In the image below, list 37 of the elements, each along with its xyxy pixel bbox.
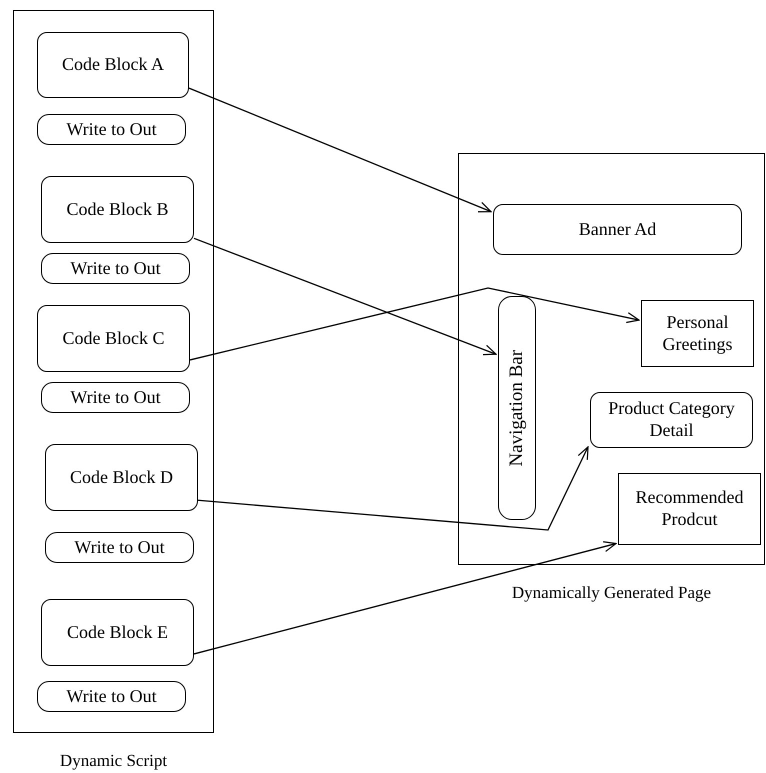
process-box [493, 204, 742, 255]
box-label: Code Block A [61, 54, 165, 76]
box-label: Code Block C [62, 328, 166, 350]
panel-heading: Dynamically Generated Page [512, 582, 712, 604]
content-box [641, 300, 754, 367]
panel-heading: Dynamic Script [60, 750, 168, 772]
box-label: Product Category Detail [607, 398, 736, 442]
arrow [194, 238, 497, 356]
process-box [37, 32, 189, 98]
arrow [190, 287, 640, 361]
arrow [194, 541, 617, 655]
box-label: Code Block E [66, 622, 169, 644]
process-box [590, 392, 753, 448]
box-label: Write to Out [65, 118, 158, 140]
arrow [188, 88, 492, 212]
box-label: Personal Greetings [662, 312, 734, 356]
box-label: Write to Out [65, 686, 158, 708]
box-label: Code Block B [66, 198, 170, 220]
box-label: Code Block D [69, 466, 174, 488]
output-box [37, 681, 186, 712]
box-label: Navigation Bar [504, 350, 528, 466]
box-label: Recommended Prodcut [634, 487, 744, 531]
box-label: Write to Out [73, 536, 166, 558]
box-label: Banner Ad [578, 218, 658, 240]
box-label: Write to Out [69, 386, 162, 408]
process-box [41, 599, 194, 666]
output-box [41, 382, 190, 413]
content-box [618, 473, 761, 545]
process-box [45, 444, 198, 511]
output-box [41, 253, 190, 284]
arrow [198, 446, 589, 531]
process-box [37, 305, 190, 372]
vertical-bar-box [498, 296, 536, 520]
process-box [41, 176, 194, 243]
output-box [37, 114, 186, 145]
box-label: Write to Out [69, 258, 162, 280]
output-box [45, 532, 194, 563]
